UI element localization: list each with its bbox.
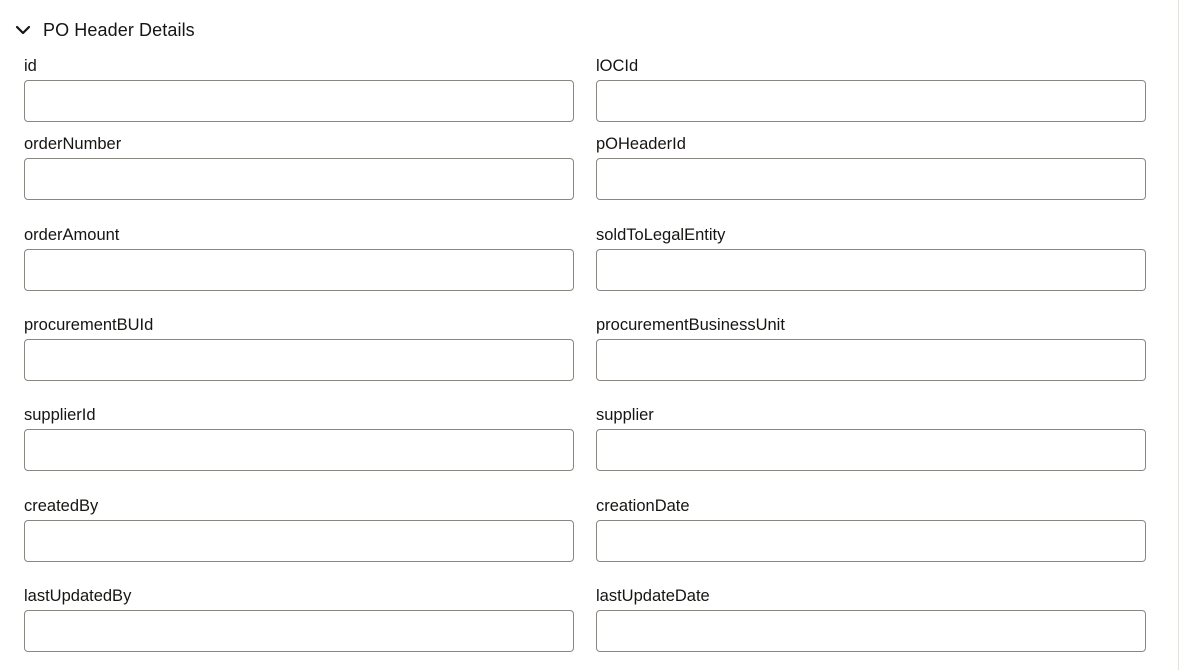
field-locid: lOCId — [596, 56, 1146, 122]
po-header-id-input[interactable] — [596, 158, 1146, 200]
field-label-procurement-business-unit: procurementBusinessUnit — [596, 316, 785, 334]
chevron-down-icon[interactable] — [14, 21, 32, 39]
field-po-header-id: pOHeaderId — [596, 134, 1146, 200]
sold-to-legal-entity-input[interactable] — [596, 249, 1146, 291]
field-creation-date: creationDate — [596, 496, 1146, 562]
field-procurement-bu-id: procurementBUId — [24, 315, 574, 381]
supplier-id-input[interactable] — [24, 429, 574, 471]
field-label-supplier-id: supplierId — [24, 406, 96, 424]
creation-date-input[interactable] — [596, 520, 1146, 562]
field-label-supplier: supplier — [596, 406, 654, 424]
procurement-business-unit-input[interactable] — [596, 339, 1146, 381]
field-supplier: supplier — [596, 405, 1146, 471]
field-order-amount: orderAmount — [24, 225, 574, 291]
supplier-input[interactable] — [596, 429, 1146, 471]
last-update-date-input[interactable] — [596, 610, 1146, 652]
field-created-by: createdBy — [24, 496, 574, 562]
section-toggle-po-header-details[interactable]: PO Header Details — [14, 16, 195, 44]
field-label-last-updated-by: lastUpdatedBy — [24, 587, 132, 605]
field-last-updated-by: lastUpdatedBy — [24, 586, 574, 652]
field-label-locid: lOCId — [596, 57, 639, 75]
field-label-creation-date: creationDate — [596, 497, 690, 515]
procurement-bu-id-input[interactable] — [24, 339, 574, 381]
section-title: PO Header Details — [43, 19, 195, 40]
order-number-input[interactable] — [24, 158, 574, 200]
field-label-last-update-date: lastUpdateDate — [596, 587, 710, 605]
panel-right-border — [1178, 0, 1179, 670]
last-updated-by-input[interactable] — [24, 610, 574, 652]
field-order-number: orderNumber — [24, 134, 574, 200]
field-label-order-number: orderNumber — [24, 135, 122, 153]
created-by-input[interactable] — [24, 520, 574, 562]
field-last-update-date: lastUpdateDate — [596, 586, 1146, 652]
id-input[interactable] — [24, 80, 574, 122]
field-label-id: id — [24, 57, 37, 75]
field-sold-to-legal-entity: soldToLegalEntity — [596, 225, 1146, 291]
order-amount-input[interactable] — [24, 249, 574, 291]
field-label-created-by: createdBy — [24, 497, 99, 515]
field-label-sold-to-legal-entity: soldToLegalEntity — [596, 226, 726, 244]
field-label-order-amount: orderAmount — [24, 226, 120, 244]
field-procurement-business-unit: procurementBusinessUnit — [596, 315, 1146, 381]
field-label-procurement-bu-id: procurementBUId — [24, 316, 154, 334]
field-id: id — [24, 56, 574, 122]
locid-input[interactable] — [596, 80, 1146, 122]
field-supplier-id: supplierId — [24, 405, 574, 471]
field-label-po-header-id: pOHeaderId — [596, 135, 686, 153]
